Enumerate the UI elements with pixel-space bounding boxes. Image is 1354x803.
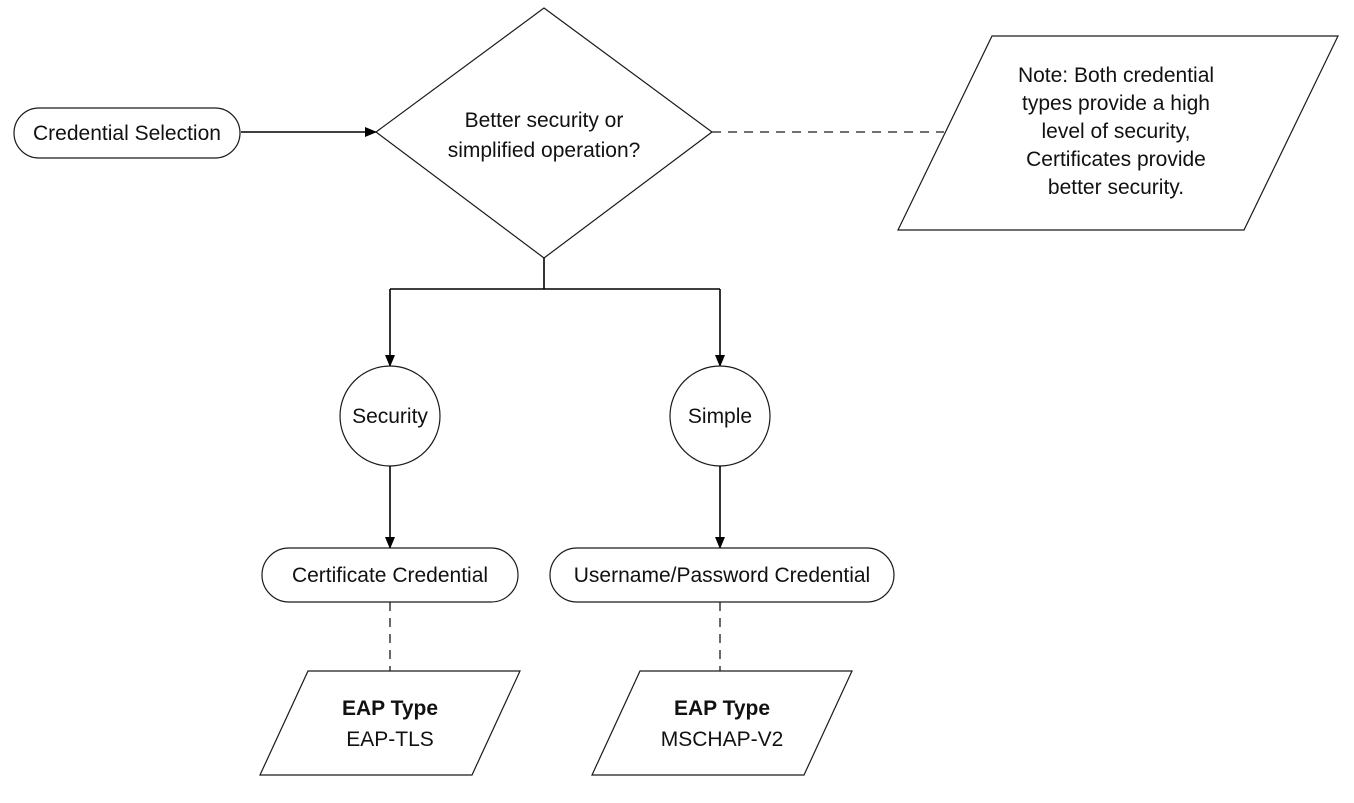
start-node: Credential Selection (13, 107, 241, 159)
eap-tls-heading: EAP Type (342, 697, 438, 720)
eap-tls-shape (259, 670, 521, 776)
eap-mschap-heading: EAP Type (674, 697, 770, 720)
eap-tls-value: EAP-TLS (346, 728, 434, 751)
decision-diamond (374, 7, 714, 259)
start-node-shape (13, 107, 241, 159)
note-shape (897, 35, 1339, 231)
security-branch: Security Certificate Credential EAP Type… (259, 365, 521, 776)
note-line3: level of security, (1042, 120, 1191, 143)
certificate-credential-label: Certificate Credential (292, 564, 488, 587)
note-line2: types provide a high (1022, 92, 1210, 115)
start-node-label: Credential Selection (33, 122, 221, 145)
username-password-credential-label: Username/Password Credential (574, 564, 870, 587)
eap-mschap-value: MSCHAP-V2 (661, 728, 784, 751)
note-annotation: Note: Both credential types provide a hi… (897, 35, 1339, 231)
simple-label: Simple (688, 405, 752, 428)
decision-label-line1: Better security or (465, 109, 624, 132)
eap-mschap-shape (591, 670, 853, 776)
note-line4: Certificates provide (1026, 148, 1206, 171)
decision-label-line2: simplified operation? (448, 139, 641, 162)
note-line1: Note: Both credential (1018, 64, 1214, 87)
note-line5: better security. (1048, 176, 1184, 199)
security-label: Security (352, 405, 428, 428)
username-password-credential-shape (549, 547, 895, 603)
decision-node: Better security or simplified operation? (374, 7, 714, 259)
simple-branch: Simple Username/Password Credential EAP … (549, 365, 895, 776)
